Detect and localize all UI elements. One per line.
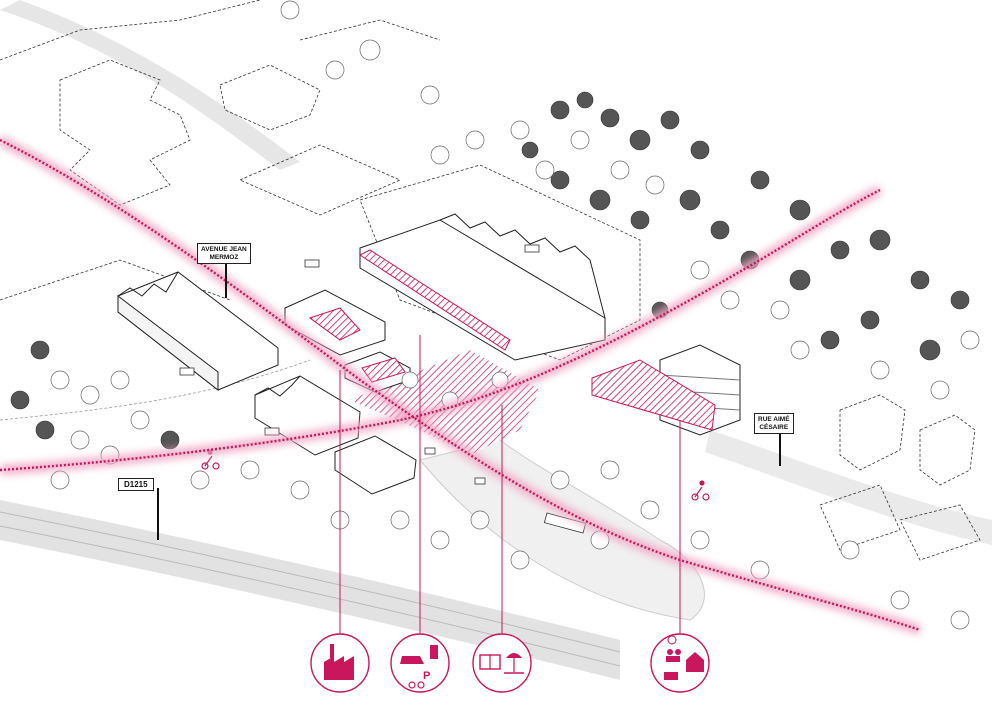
community-housing-icon <box>650 633 710 693</box>
sign-posts <box>157 262 781 540</box>
dashed-parcels <box>0 0 981 561</box>
workshop-highlighted <box>284 289 386 356</box>
hangar-large <box>358 213 606 361</box>
warehouse-west <box>117 271 279 392</box>
trees-light <box>50 0 980 630</box>
parcel-north <box>219 64 321 131</box>
road-network <box>0 0 992 680</box>
street-sign-line-2: MERMOZ <box>209 253 239 261</box>
cyclists <box>201 449 710 501</box>
parcel-center <box>239 144 401 216</box>
svg-text:P: P <box>423 670 430 682</box>
road-interchange <box>419 439 705 621</box>
road-d1215 <box>0 500 620 680</box>
street-sign-line-1: RUE AIMÉ <box>758 416 790 423</box>
parcel-parking <box>359 164 641 361</box>
path-dotted <box>0 138 921 632</box>
mobility-services-icon: P <box>390 633 450 693</box>
road-sign-label: D1215 <box>124 480 148 489</box>
house-outline-2 <box>919 414 976 486</box>
street-sign-line-1: AVENUE JEAN <box>201 246 247 253</box>
vehicles <box>179 244 587 534</box>
road-sign-d1215: D1215 <box>118 478 154 491</box>
leisure-sports-icon <box>472 633 532 693</box>
street-sign-avenue-jean-mermoz: AVENUE JEAN MERMOZ <box>197 243 251 264</box>
workshop-south <box>334 435 417 495</box>
parcel-school <box>59 59 191 206</box>
street-sign-line-2: CÉSAIRE <box>759 423 789 431</box>
street-sign-rue-aime-cesaire: RUE AIMÉ CÉSAIRE <box>754 413 794 434</box>
bus <box>543 512 587 534</box>
trees-dark <box>10 91 970 450</box>
road-east <box>705 430 992 545</box>
cyclist-east <box>691 480 710 501</box>
bar-building-hatched <box>591 359 716 431</box>
mobility-paths <box>0 135 922 635</box>
house-outline-1 <box>839 394 906 471</box>
leader-lines <box>339 335 681 636</box>
road-northwest <box>0 0 300 170</box>
factory-icon <box>310 633 370 693</box>
